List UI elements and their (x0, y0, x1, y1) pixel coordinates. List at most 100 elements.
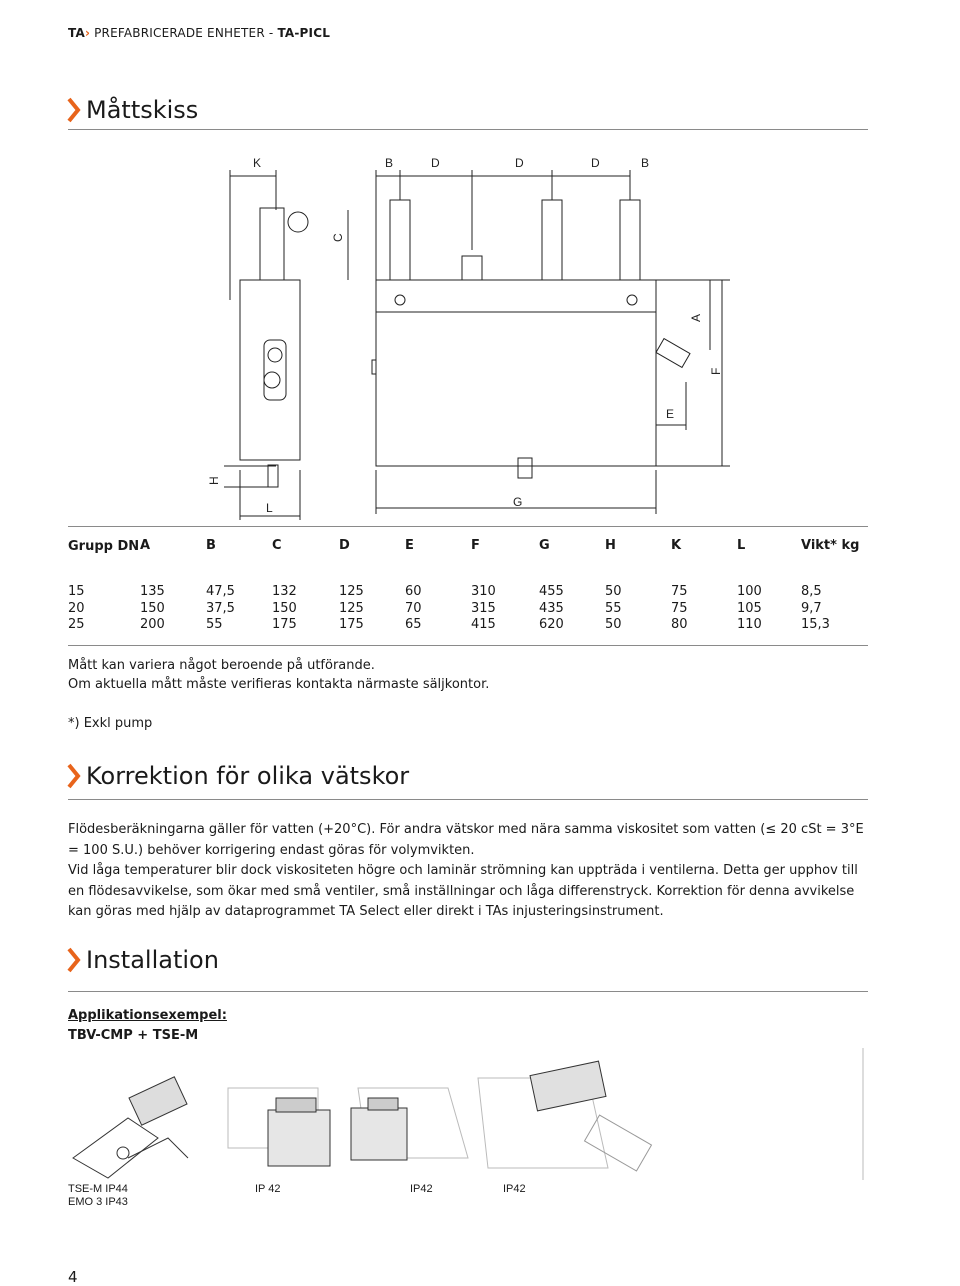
table-row: 15 135 47,5 132 125 60 310 455 50 75 100… (68, 584, 868, 601)
table-cell: 8,5 (801, 584, 822, 599)
label-d2: D (515, 156, 524, 170)
manifold-box (375, 279, 657, 467)
header-product: TA-PICL (277, 26, 331, 40)
note-line-1: Mått kan variera något beroende på utför… (68, 658, 375, 673)
table-cell: 60 (405, 584, 422, 599)
application-example: Applikationsexempel: TBV-CMP + TSE-M (68, 1006, 227, 1046)
footnote: *) Exkl pump (68, 716, 153, 731)
note-line-2: Om aktuella mått måste verifieras kontak… (68, 677, 490, 692)
cap-d1 (461, 255, 483, 281)
installation-illustration-1 (72, 1076, 189, 1179)
application-value: TBV-CMP + TSE-M (68, 1028, 199, 1043)
table-cell: 47,5 (206, 584, 235, 599)
section-title-text: Korrektion för olika vätskor (86, 762, 410, 790)
label-a: A (689, 314, 703, 322)
valve-b2 (619, 199, 641, 281)
label-f: F (709, 368, 723, 375)
header-chevron: › (84, 26, 91, 40)
table-cell: 175 (272, 617, 297, 632)
install-label-4: IP42 (503, 1183, 526, 1195)
dimension-drawing: K B D D D B C A F E H L (207, 156, 730, 520)
install-label-1: TSE-M IP44 EMO 3 IP43 (68, 1183, 128, 1209)
col-header: K (671, 538, 682, 553)
col-header: A (140, 538, 151, 553)
col-header: L (737, 538, 746, 553)
installation-illustration-2 (227, 1087, 331, 1167)
valve-left (259, 207, 285, 281)
table-header-row: Grupp DN A B C D E F G H K L Vikt* kg (68, 538, 868, 584)
table-cell: 65 (405, 617, 422, 632)
table-cell: 435 (539, 600, 564, 616)
valve-b1 (389, 199, 411, 281)
section-rule (68, 799, 868, 800)
running-header: TA› PREFABRICERADE ENHETER - TA-PICL (68, 26, 330, 40)
table-top-rule (68, 526, 868, 527)
table-cell: 150 (272, 600, 297, 616)
application-label: Applikationsexempel: (68, 1008, 227, 1023)
correction-paragraph-1: Flödesberäkningarna gäller för vatten (+… (68, 822, 864, 858)
table-cell: 70 (405, 600, 422, 616)
section-rule (68, 129, 868, 130)
label-l: L (266, 501, 273, 515)
table-cell: 75 (671, 600, 688, 616)
table-cell: 415 (471, 617, 496, 632)
section-title-correction: Korrektion för olika vätskor (66, 762, 409, 790)
table-cell: 55 (206, 617, 223, 632)
label-c: C (331, 233, 345, 242)
table-cell: 620 (539, 617, 564, 632)
dimensions-table: Grupp DN A B C D E F G H K L Vikt* kg 15… (68, 538, 868, 634)
chevron-icon (67, 947, 81, 973)
table-cell: 75 (671, 584, 688, 599)
table-cell: 25 (68, 617, 85, 632)
page-number: 4 (68, 1268, 78, 1286)
col-header: G (539, 538, 550, 553)
table-cell: 315 (471, 600, 496, 616)
section-rule (68, 991, 868, 992)
col-header: Grupp DN (68, 539, 140, 554)
table-cell: 15,3 (801, 617, 830, 632)
chevron-icon (67, 763, 81, 789)
installation-illustrations (72, 1048, 864, 1180)
table-cell: 20 (68, 600, 85, 616)
section-title-text: Måttskiss (86, 96, 199, 124)
install-label-2: IP 42 (255, 1183, 281, 1195)
section-title-installation: Installation (66, 946, 219, 974)
correction-paragraph-2: Vid låga temperaturer blir dock viskosit… (68, 863, 858, 919)
valve-d2 (541, 199, 563, 281)
table-bottom-rule (68, 645, 868, 646)
install-label-3: IP42 (410, 1183, 433, 1195)
table-cell: 175 (339, 617, 364, 632)
label-g: G (513, 495, 522, 509)
table-cell: 455 (539, 584, 564, 599)
col-header: H (605, 538, 616, 553)
label-b1: B (385, 156, 393, 170)
table-cell: 55 (605, 600, 622, 616)
installation-illustration-3 (350, 1087, 469, 1161)
table-row: 20 150 37,5 150 125 70 315 435 55 75 105… (68, 601, 868, 618)
pump-housing (239, 279, 301, 461)
label-k: K (253, 156, 261, 170)
table-cell: 50 (605, 584, 622, 599)
label-b2: B (641, 156, 649, 170)
col-header: F (471, 538, 480, 553)
table-cell: 125 (339, 584, 364, 599)
col-header: B (206, 538, 216, 553)
chevron-icon (67, 97, 81, 123)
installation-illustration-4 (477, 1060, 653, 1172)
table-cell: 125 (339, 600, 364, 616)
install-label-1a: TSE-M IP44 (68, 1183, 128, 1195)
table-cell: 135 (140, 584, 165, 599)
table-cell: 100 (737, 584, 762, 599)
col-header: D (339, 538, 350, 553)
table-cell: 105 (737, 600, 762, 616)
section-title-dimensions: Måttskiss (66, 96, 198, 124)
table-cell: 150 (140, 600, 165, 616)
header-title: PREFABRICERADE ENHETER - (94, 26, 278, 40)
col-header: Vikt* kg (801, 538, 860, 553)
table-cell: 310 (471, 584, 496, 599)
label-h: H (207, 476, 221, 485)
col-header: E (405, 538, 414, 553)
table-cell: 110 (737, 617, 762, 632)
label-d1: D (431, 156, 440, 170)
label-d3: D (591, 156, 600, 170)
